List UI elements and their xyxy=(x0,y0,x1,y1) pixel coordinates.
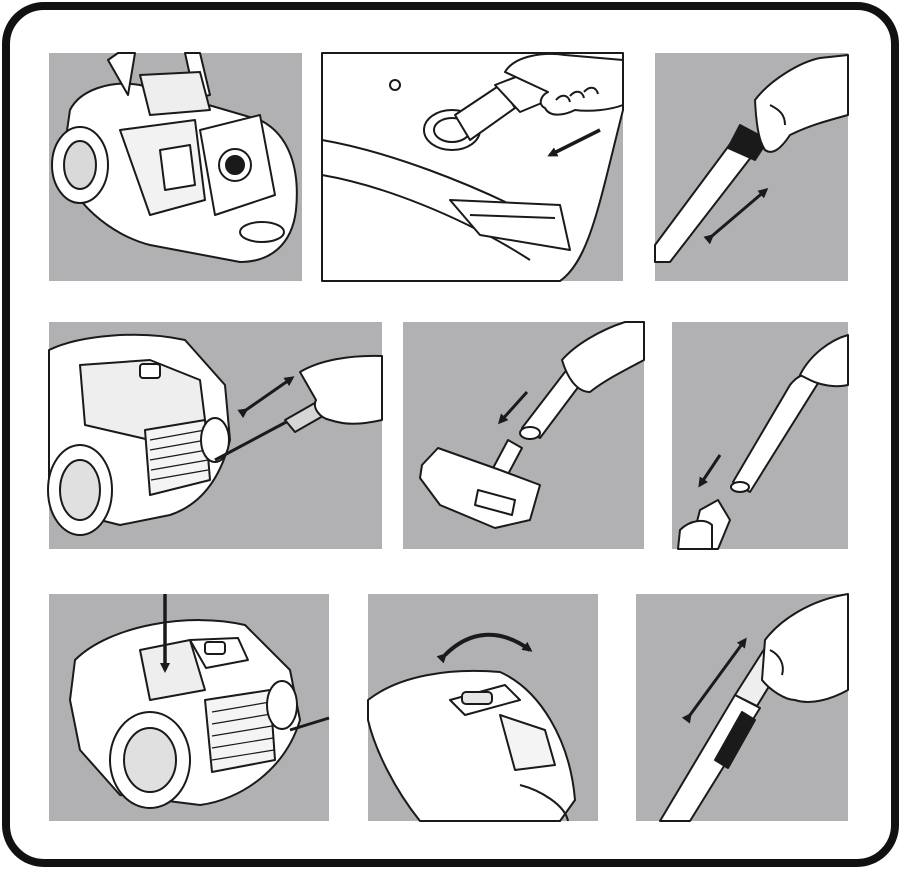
panel-slide-handle-airflow xyxy=(636,594,848,821)
hose-insert-illustration xyxy=(322,53,623,281)
panel-press-power-button xyxy=(49,594,329,821)
panel-adjust-telescopic-tube xyxy=(655,53,848,281)
panel-join-tube-to-handle xyxy=(672,322,848,549)
panel-slide-suction-regulator xyxy=(368,594,598,821)
panel-open-bag-compartment xyxy=(49,53,302,281)
panel-insert-hose xyxy=(322,53,623,281)
panel-attach-floor-nozzle xyxy=(403,322,644,549)
panel-connect-power-cord xyxy=(48,322,382,549)
